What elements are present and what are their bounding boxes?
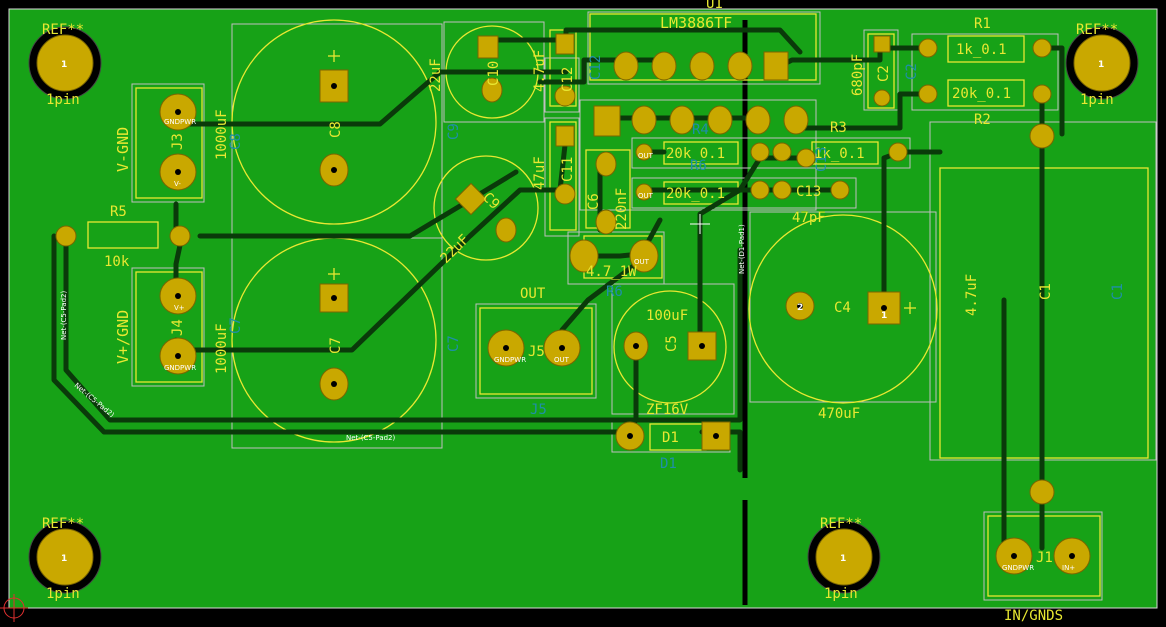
label-c12-value: 4.7uF <box>532 50 548 92</box>
label-r5-ref: R5 <box>110 204 127 220</box>
net-d1-pad1: Net-(D1-Pad1) <box>738 224 746 274</box>
label-mh4-value: 1pin <box>824 586 858 602</box>
label-c2-value: 680pF <box>850 54 866 96</box>
label-r1-value: 1k_0.1 <box>956 42 1007 58</box>
fab-c12: C12 <box>588 55 604 80</box>
fab-c7b: C7 <box>446 335 462 352</box>
pin-j4-2: GNDPWR <box>164 364 196 372</box>
label-c6-ref: C6 <box>586 193 602 210</box>
label-c8-ref: C8 <box>328 121 344 138</box>
label-r6-value: 4.7_1W <box>586 264 637 280</box>
label-c2-ref: C2 <box>876 65 892 82</box>
fab-r6b: R6 <box>606 284 623 300</box>
pin-j1-2: IN+ <box>1062 564 1075 572</box>
label-c7-value: 1000uF <box>214 323 230 374</box>
pin-j3-1: GNDPWR <box>164 118 196 126</box>
label-c10-value: 22uF <box>428 58 444 92</box>
pin-mh1: 1 <box>61 60 67 70</box>
label-j4-title: V+/GND <box>114 310 132 364</box>
label-mh1-value: 1pin <box>46 92 80 108</box>
fab-r6: R6 <box>690 158 707 174</box>
label-c8-value: 1000uF <box>214 109 230 160</box>
label-j4-ref: J4 <box>170 319 186 336</box>
label-c13-ref: C13 <box>796 184 821 200</box>
label-j3-title: V-GND <box>114 127 132 172</box>
label-r4-value: 20k_0.1 <box>666 146 725 162</box>
pin-j3-2: V- <box>174 180 181 188</box>
label-c11-value: 47uF <box>532 156 548 190</box>
label-r1-ref: R1 <box>974 16 991 32</box>
aux-origin <box>0 594 28 622</box>
origin-cross <box>690 214 710 234</box>
label-c1-value: 4.7uF <box>964 274 980 316</box>
label-r2-value: 20k_0.1 <box>952 86 1011 102</box>
pin-c4-1: 1 <box>881 311 887 321</box>
label-mh4-ref: REF** <box>820 516 862 532</box>
label-c5-value: 100uF <box>646 308 688 324</box>
fab-r4: R4 <box>692 122 709 138</box>
fab-c7: C7 <box>228 317 244 334</box>
net-c5-pad2-left: Net-(C5-Pad2) <box>60 290 68 340</box>
label-j1-ref: J1 <box>1036 550 1053 566</box>
label-r3-value: 1k_0.1 <box>814 146 865 162</box>
label-j5-title: OUT <box>520 286 546 302</box>
label-c13-value: 47pF <box>792 210 826 226</box>
label-c12-ref: C12 <box>560 67 576 92</box>
pin-r6-out: OUT <box>634 258 650 266</box>
pin-c4-2: 2 <box>797 303 803 313</box>
fab-d1: D1 <box>660 456 677 472</box>
label-mh1-ref: REF** <box>42 22 84 38</box>
label-c10-ref: C10 <box>486 61 502 86</box>
pin-j4-1: V+ <box>174 304 185 312</box>
label-mh3-value: 1pin <box>46 586 80 602</box>
fab-c13: C13 <box>814 147 830 172</box>
label-mh3-ref: REF** <box>42 516 84 532</box>
label-c11-ref: C11 <box>560 157 576 182</box>
label-mh2-value: 1pin <box>1080 92 1114 108</box>
pin-mh4: 1 <box>840 554 846 564</box>
fab-c9: C9 <box>446 123 462 140</box>
pads <box>28 26 1139 594</box>
pin-r4-out: OUT <box>638 152 654 160</box>
label-d1-value: ZF16V <box>646 402 689 418</box>
label-c7-ref: C7 <box>328 337 344 354</box>
label-u1-ref: U1 <box>706 0 723 12</box>
label-mh2-ref: REF** <box>1076 22 1118 38</box>
pin-mh3: 1 <box>61 554 67 564</box>
pin-j5-2: GNDPWR <box>494 356 526 364</box>
fab-c8: C8 <box>228 133 244 150</box>
label-j3-ref: J3 <box>170 133 186 150</box>
pin-j5-1: OUT <box>554 356 570 364</box>
fab-j5: J5 <box>530 402 547 418</box>
label-j5-ref: J5 <box>528 344 545 360</box>
label-r2-ref: R2 <box>974 112 991 128</box>
label-d1-ref: D1 <box>662 430 679 446</box>
label-u1-value: LM3886TF <box>660 14 732 32</box>
polarity-marks <box>328 50 916 314</box>
label-r5-value: 10k <box>104 254 130 270</box>
pin-mh2: 1 <box>1098 60 1104 70</box>
label-c5-ref: C5 <box>664 335 680 352</box>
label-c4-ref: C4 <box>834 300 851 316</box>
pin-r2-out: OUT <box>638 192 654 200</box>
fab-c2: C2 <box>904 63 920 80</box>
net-c5-pad2-label: Net-(C5-Pad2) <box>346 434 396 442</box>
label-c4-value: 470uF <box>818 406 860 422</box>
label-c6-value: 220nF <box>614 188 630 230</box>
label-r3-ref: R3 <box>830 120 847 136</box>
label-j1-title: IN/GNDS <box>1004 608 1063 624</box>
label-c1-ref: C1 <box>1038 283 1054 300</box>
fab-c1: C1 <box>1110 283 1126 300</box>
pin-j1-1: GNDPWR <box>1002 564 1034 572</box>
label-r-value-2: 20k_0.1 <box>666 186 725 202</box>
